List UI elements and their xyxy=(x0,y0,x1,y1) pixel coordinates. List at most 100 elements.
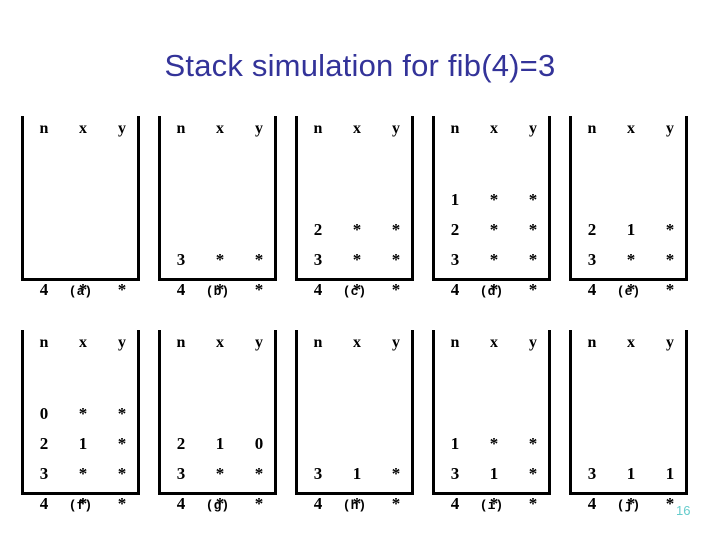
stack-cell-x: * xyxy=(78,464,88,483)
stack-cell-n: 2 xyxy=(587,220,597,239)
stack-cell-n: 3 xyxy=(313,464,323,483)
stack-cell-y: * xyxy=(254,250,264,269)
stack-frames: 1**2**3**4** xyxy=(432,185,551,305)
column-header-x: x xyxy=(79,120,87,137)
stack-cell-x: * xyxy=(215,250,225,269)
stack-cell-y: * xyxy=(391,494,401,513)
stack-cell-y: 1 xyxy=(665,464,675,483)
stack-cell-n: 3 xyxy=(313,250,323,269)
column-header-n: n xyxy=(450,334,460,351)
stack-cell-n: 2 xyxy=(39,434,49,453)
column-header-n: n xyxy=(39,334,49,351)
stack-figure-caption: (d) xyxy=(479,284,504,299)
stack-cell-n: 3 xyxy=(176,464,186,483)
column-header-x: x xyxy=(353,120,361,137)
stack-cell-n: 3 xyxy=(450,464,460,483)
column-header-y: y xyxy=(118,334,126,351)
stack-cell-y: * xyxy=(528,434,538,453)
stack-frame-row: 1** xyxy=(432,185,551,215)
column-header-n: n xyxy=(587,120,597,137)
stack-cell-y: * xyxy=(391,280,401,299)
column-header-x: x xyxy=(216,334,224,351)
stack-cell-x: * xyxy=(489,280,499,299)
stack-cell-x: * xyxy=(78,280,88,299)
column-header-x: x xyxy=(216,120,224,137)
stack-box xyxy=(569,330,688,495)
stack-cell-y: * xyxy=(254,280,264,299)
stack-box xyxy=(158,116,277,281)
stack-cell-n: 3 xyxy=(39,464,49,483)
stack-cell-y: * xyxy=(254,464,264,483)
stack-cell-x: * xyxy=(626,250,636,269)
stack-figure-caption: (a) xyxy=(68,284,93,299)
stack-cell-n: 3 xyxy=(450,250,460,269)
stack-cell-x: * xyxy=(215,280,225,299)
stack-figure-caption: (g) xyxy=(205,498,230,513)
column-header-x: x xyxy=(490,120,498,137)
stack-cell-n: 4 xyxy=(587,494,597,513)
stack-frame-row: 3** xyxy=(158,245,277,275)
stack-figure-caption: (j) xyxy=(616,498,641,513)
column-header-y: y xyxy=(666,120,674,137)
stack-box xyxy=(158,330,277,495)
column-header-n: n xyxy=(450,120,460,137)
stack-cell-y: * xyxy=(117,464,127,483)
stack-frame-row: 1** xyxy=(432,429,551,459)
page-title: Stack simulation for fib(4)=3 xyxy=(164,48,556,83)
stack-cell-x: * xyxy=(352,220,362,239)
stack-frame-row: 3 * * xyxy=(21,459,140,489)
stack-cell-y: * xyxy=(391,464,401,483)
stack-cell-y: * xyxy=(528,494,538,513)
column-header-n: n xyxy=(313,120,323,137)
stack-frame-row: 4** xyxy=(158,489,277,519)
stack-cell-y: * xyxy=(665,494,675,513)
stack-cell-y: * xyxy=(528,250,538,269)
stack-cell-x: * xyxy=(626,494,636,513)
stack-cell-x: 1 xyxy=(78,434,88,453)
stack-cell-x: * xyxy=(215,464,225,483)
stack-frames: 2**3**4** xyxy=(295,215,414,305)
stack-frame-row: 4** xyxy=(158,275,277,305)
column-header-y: y xyxy=(255,334,263,351)
stack-cell-x: * xyxy=(489,190,499,209)
stack-cell-n: 4 xyxy=(450,494,460,513)
stack-cell-y: * xyxy=(117,404,127,423)
stack-figure-caption: (i) xyxy=(479,498,504,513)
column-header-n: n xyxy=(176,334,186,351)
stack-cell-y: * xyxy=(528,280,538,299)
column-header-y: y xyxy=(529,120,537,137)
stack-cell-n: 0 xyxy=(39,404,49,423)
stack-cell-n: 4 xyxy=(450,280,460,299)
stack-cell-x: * xyxy=(78,404,88,423)
stack-frames: 3**4** xyxy=(158,245,277,305)
stack-box xyxy=(21,116,140,281)
stack-frame-row: 3** xyxy=(295,245,414,275)
stack-cell-n: 2 xyxy=(450,220,460,239)
stack-box xyxy=(569,116,688,281)
stack-cell-n: 4 xyxy=(39,494,49,513)
column-header-n: n xyxy=(313,334,323,351)
stack-frame-row: 4** xyxy=(21,275,140,305)
stack-cell-x: 1 xyxy=(352,464,362,483)
stack-cell-x: * xyxy=(489,494,499,513)
stack-cell-y: * xyxy=(254,494,264,513)
stack-box xyxy=(432,330,551,495)
stack-cell-y: * xyxy=(391,250,401,269)
stack-frame-row: 3** xyxy=(432,245,551,275)
